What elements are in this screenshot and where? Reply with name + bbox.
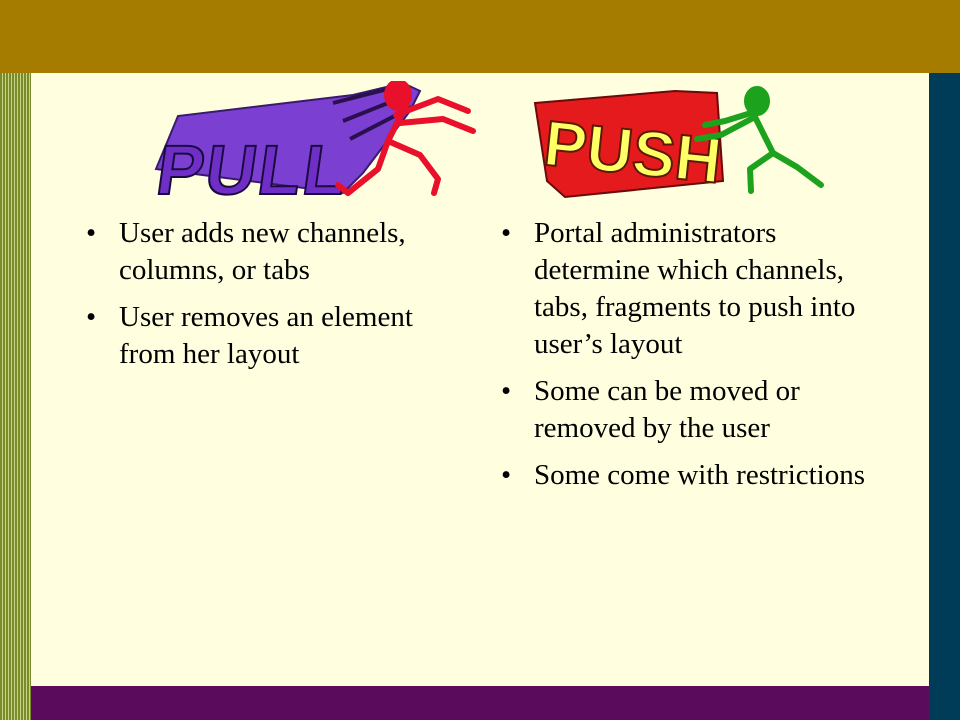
push-bullet-list: Portal administrators determine which ch…: [498, 215, 898, 504]
pull-banner-shape: [154, 81, 422, 195]
left-decorative-stripe: [0, 73, 31, 720]
pull-clipart-icon: PULL: [151, 81, 476, 210]
pull-word: PULL: [152, 130, 354, 209]
list-item: Portal administrators determine which ch…: [498, 215, 898, 363]
list-item: User adds new channels, columns, or tabs: [83, 215, 453, 289]
push-clipart-icon: PUSH: [533, 86, 824, 199]
list-item: Some can be moved or removed by the user: [498, 373, 898, 447]
right-decorative-stripe: [929, 73, 960, 720]
header-bar: [0, 0, 960, 73]
slide-content: PULL PUSH User adds new channels, column…: [31, 73, 929, 686]
footer-bar: [31, 686, 929, 720]
push-banner-shape: [533, 89, 725, 199]
push-figure: [694, 86, 824, 194]
pull-bullet-list: User adds new channels, columns, or tabs…: [83, 215, 453, 383]
pull-figure: [335, 81, 476, 196]
list-item: Some come with restrictions: [498, 457, 898, 494]
list-item: User removes an element from her layout: [83, 299, 453, 373]
